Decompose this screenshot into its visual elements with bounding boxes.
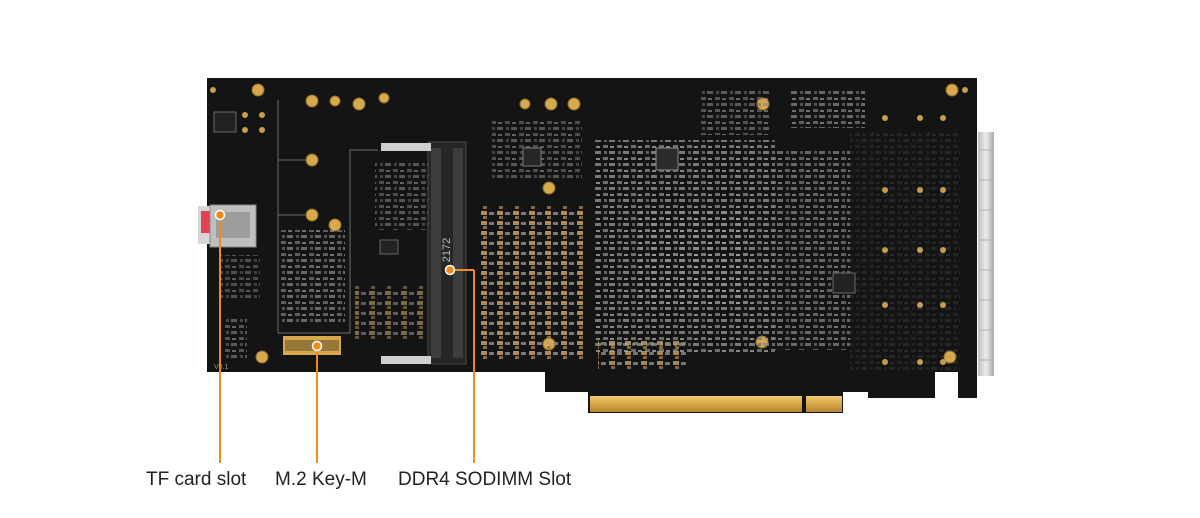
pcie-bracket [978,132,994,376]
callout-dot-ddr4 [444,264,456,276]
component-clusters [220,88,960,370]
main-chips [213,111,856,294]
callout-dot-m2 [311,340,323,352]
m2-key-m-label: M.2 Key-M [275,469,367,490]
board-corner-marking: V0.1 [214,364,229,371]
ddr4-sodimm-slot: 2172 [381,141,467,365]
ddr4-sodimm-slot-label: DDR4 SODIMM Slot [398,469,572,490]
callout-dots [214,209,456,352]
tf-card-slot-label: TF card slot [146,469,247,490]
callout-dot-tf-card [214,209,226,221]
dimm-silkscreen-marking: 2172 [441,238,453,262]
m2-module-outline [277,100,378,334]
tf-card-slot [198,204,257,248]
pcie-gold-fingers [590,396,842,412]
callout-lines [219,215,475,463]
bracket-ribs [979,149,993,361]
